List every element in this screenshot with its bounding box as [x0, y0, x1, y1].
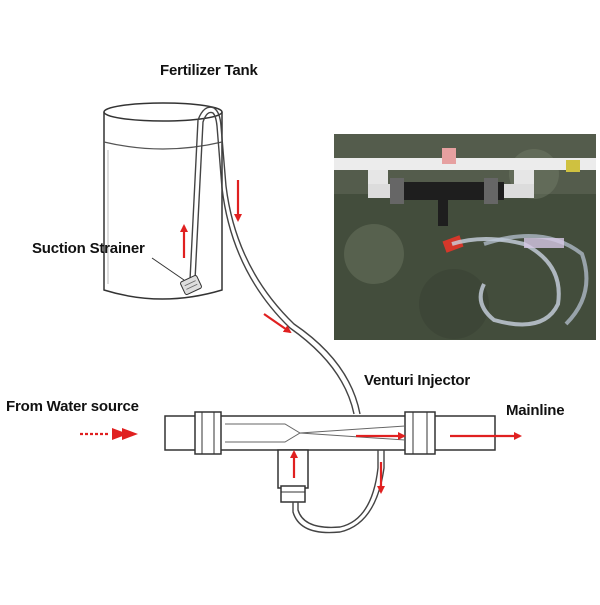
suction-strainer-label: Suction Strainer: [32, 240, 145, 257]
suction-tube: [189, 106, 361, 415]
fertilizer-tank-label: Fertilizer Tank: [160, 62, 258, 79]
venturi-injector: [164, 411, 496, 503]
product-photo: [334, 134, 596, 340]
strainer-icon: [151, 257, 202, 295]
fertilizer-tank: [103, 102, 223, 300]
venturi-injector-label: Venturi Injector: [364, 372, 470, 389]
red-flow-arrow-icon: [80, 180, 522, 494]
from-water-source-label: From Water source: [6, 398, 139, 415]
mainline-label: Mainline: [506, 402, 565, 419]
